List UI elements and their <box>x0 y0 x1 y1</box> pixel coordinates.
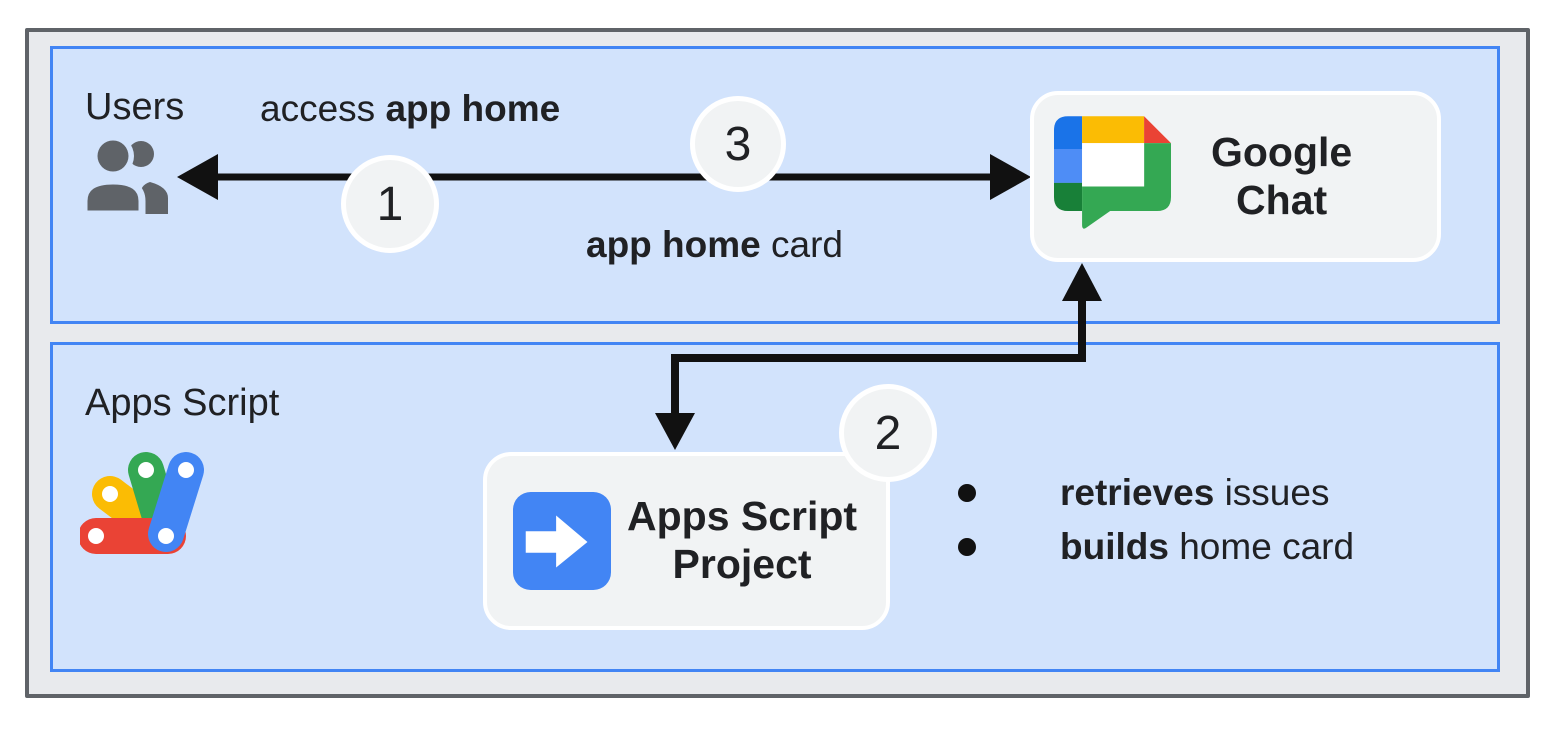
users-section-label: Users <box>85 86 185 128</box>
bullet-2-bold: builds <box>1060 526 1169 567</box>
access-label-normal: access <box>260 88 386 129</box>
arrow-forward-icon <box>513 492 611 590</box>
bullet-2-normal: home card <box>1168 526 1355 567</box>
google-chat-label: Google Chat <box>1211 129 1352 225</box>
bullet-2-text: builds home card <box>1060 526 1354 568</box>
card-label-normal: card <box>760 224 844 265</box>
step-2-badge: 2 <box>839 384 937 482</box>
apps-script-project-node: Apps Script Project <box>483 452 890 630</box>
google-chat-logo <box>1054 116 1171 229</box>
google-chat-label-line2: Chat <box>1236 176 1328 223</box>
step-1-badge: 1 <box>341 155 439 253</box>
google-chat-label-line1: Google <box>1211 128 1353 175</box>
step-3-number: 3 <box>724 117 752 171</box>
apps-script-project-label-line2: Project <box>672 541 812 587</box>
access-app-home-label: access app home <box>260 90 560 127</box>
bullet-1-bold: retrieves <box>1060 472 1215 513</box>
bullet-1-normal: issues <box>1214 472 1330 513</box>
bullet-dot-icon <box>958 538 976 556</box>
step-3-badge: 3 <box>690 96 786 192</box>
users-icon <box>80 135 168 214</box>
apps-script-project-label-line1: Apps Script <box>627 493 858 540</box>
bullet-1-text: retrieves issues <box>1060 472 1329 514</box>
apps-script-project-label: Apps Script Project <box>627 493 857 589</box>
bullet-item-builds: builds home card <box>958 526 1354 568</box>
apps-script-section-label: Apps Script <box>85 382 280 424</box>
app-home-card-label: app home card <box>586 226 843 263</box>
step-1-number: 1 <box>376 177 404 231</box>
google-chat-node: Google Chat <box>1030 91 1441 262</box>
apps-script-logo <box>80 452 204 554</box>
step-2-number: 2 <box>874 406 902 460</box>
bullet-item-retrieves: retrieves issues <box>958 472 1329 514</box>
card-label-bold: app home <box>586 224 761 265</box>
access-label-bold: app home <box>385 88 561 129</box>
bullet-dot-icon <box>958 484 976 502</box>
